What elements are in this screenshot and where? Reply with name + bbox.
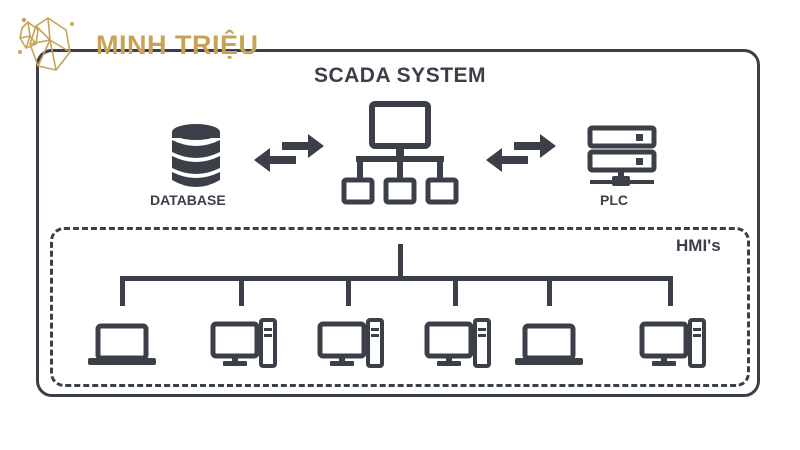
hmi-label: HMI's [676, 236, 721, 255]
database-label: DATABASE [150, 192, 226, 208]
logo-brand-text: MINH TRIỆU [96, 30, 259, 60]
plc-label: PLC [600, 192, 628, 208]
diagram-title: SCADA SYSTEM [313, 64, 487, 87]
scada-system-frame [36, 49, 760, 397]
hmi-group-frame [50, 227, 750, 387]
